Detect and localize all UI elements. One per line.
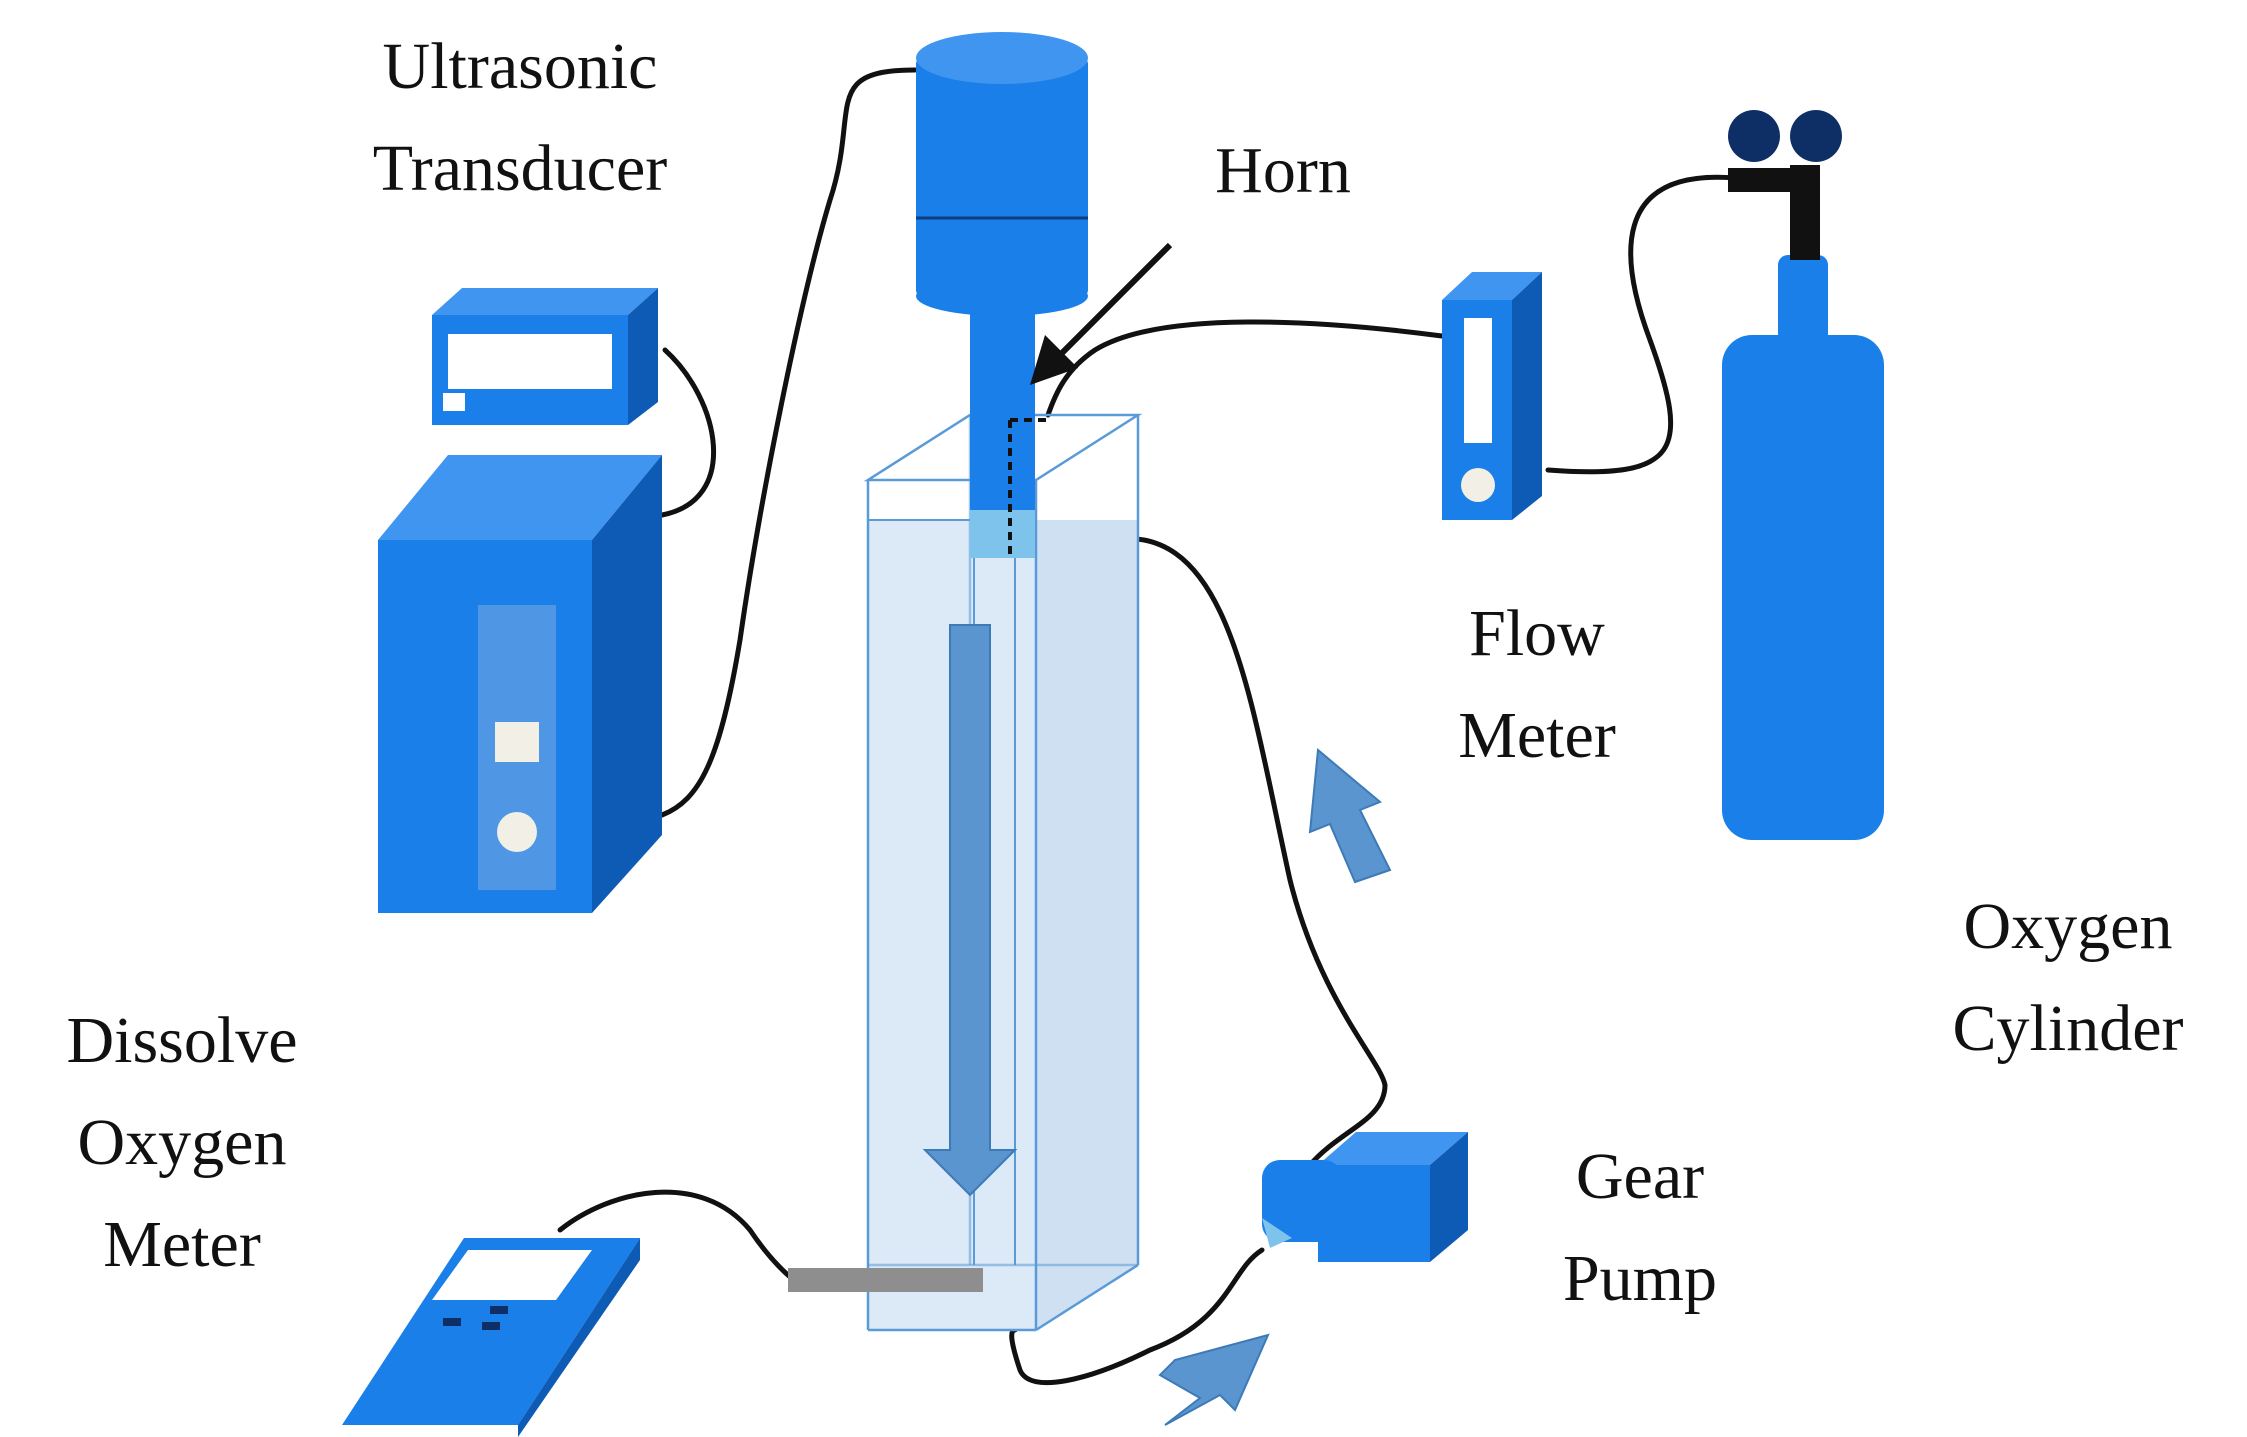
display-screen: [448, 334, 612, 389]
pump-outlet: [1262, 1218, 1292, 1248]
transducer-bottom: [916, 276, 1088, 316]
generator-top: [378, 455, 662, 540]
pump-box-side: [1430, 1132, 1468, 1262]
horn-pointer-arrow: [1030, 242, 1173, 385]
do-probe: [788, 1268, 983, 1292]
generator-side: [592, 455, 662, 913]
display-indicator: [443, 393, 465, 411]
do-meter-key-3: [482, 1322, 500, 1330]
label-transducer-line1: Ultrasonic: [383, 30, 658, 103]
tube-pump-vessel: [1009, 1247, 1265, 1386]
generator-button: [495, 722, 539, 762]
label-oxygen-cylinder-line1: Oxygen: [1964, 890, 2173, 963]
flow-meter: [1442, 272, 1542, 520]
label-gear-pump-line1: Gear: [1576, 1140, 1704, 1213]
horn-shaft: [970, 295, 1035, 530]
flow-meter-top: [1442, 272, 1542, 300]
cable-flowmeter-horn: [1045, 319, 1445, 418]
flow-meter-knob: [1461, 468, 1495, 502]
pump-head: [1262, 1160, 1342, 1242]
downward-flow-arrow: [922, 624, 1018, 1197]
oxygen-cylinder: [1722, 110, 1884, 840]
tube-vessel-pump: [1107, 536, 1388, 1168]
vessel-edge-bottom-side: [1035, 1263, 1139, 1332]
generator-knob: [497, 812, 537, 852]
label-transducer-line2: Transducer: [373, 132, 668, 205]
label-do-meter-line1: Dissolve: [67, 1004, 298, 1077]
transducer-top: [916, 32, 1088, 84]
flow-direction-arrows: [1158, 748, 1392, 1426]
label-do-meter-line2: Oxygen: [78, 1106, 287, 1179]
pump-box-top: [1318, 1132, 1468, 1165]
flow-meter-tube: [1464, 318, 1492, 443]
dissolved-oxygen-meter: [342, 1238, 983, 1437]
flow-arrow-up: [1308, 748, 1392, 884]
do-meter-key-1: [443, 1318, 461, 1326]
vessel-liquid-side: [1036, 520, 1138, 1330]
do-meter-screen: [432, 1250, 592, 1300]
label-do-meter-line3: Meter: [103, 1208, 261, 1281]
cable-generator-display: [659, 347, 716, 518]
label-flow-meter-line1: Flow: [1469, 597, 1605, 670]
cables: [557, 67, 1738, 1386]
display-box-side: [628, 288, 658, 425]
flow-arrow-bottom: [1158, 1333, 1270, 1426]
cable-cylinder-flowmeter: [1545, 174, 1738, 475]
ultrasonic-transducer: [916, 32, 1088, 560]
valve-knob-left: [1728, 110, 1780, 162]
label-oxygen-cylinder-line2: Cylinder: [1953, 992, 2184, 1065]
horn-pointer-head: [1030, 335, 1078, 385]
valve-knob-right: [1790, 110, 1842, 162]
cable-do-meter: [557, 1189, 798, 1283]
horn-pointer-line: [1057, 242, 1173, 358]
horn-tip: [970, 510, 1035, 558]
regulator-bar: [1728, 168, 1820, 192]
flow-meter-side: [1512, 272, 1542, 520]
display-box-top: [432, 288, 658, 315]
ultrasonic-generator: [378, 288, 662, 913]
cylinder-body: [1722, 335, 1884, 840]
labels: Ultrasonic Transducer Horn Flow Meter Ox…: [67, 30, 2184, 1315]
cylinder-neck: [1778, 255, 1828, 345]
do-meter-key-2: [490, 1306, 508, 1314]
label-gear-pump-line2: Pump: [1563, 1242, 1717, 1315]
cable-transducer-generator: [659, 67, 918, 818]
do-meter-side: [518, 1238, 640, 1437]
reactor-vessel: [863, 413, 1143, 1332]
label-horn: Horn: [1215, 134, 1351, 207]
gear-pump: [1262, 1132, 1468, 1262]
label-flow-meter-line2: Meter: [1458, 699, 1616, 772]
transducer-body: [916, 58, 1088, 296]
